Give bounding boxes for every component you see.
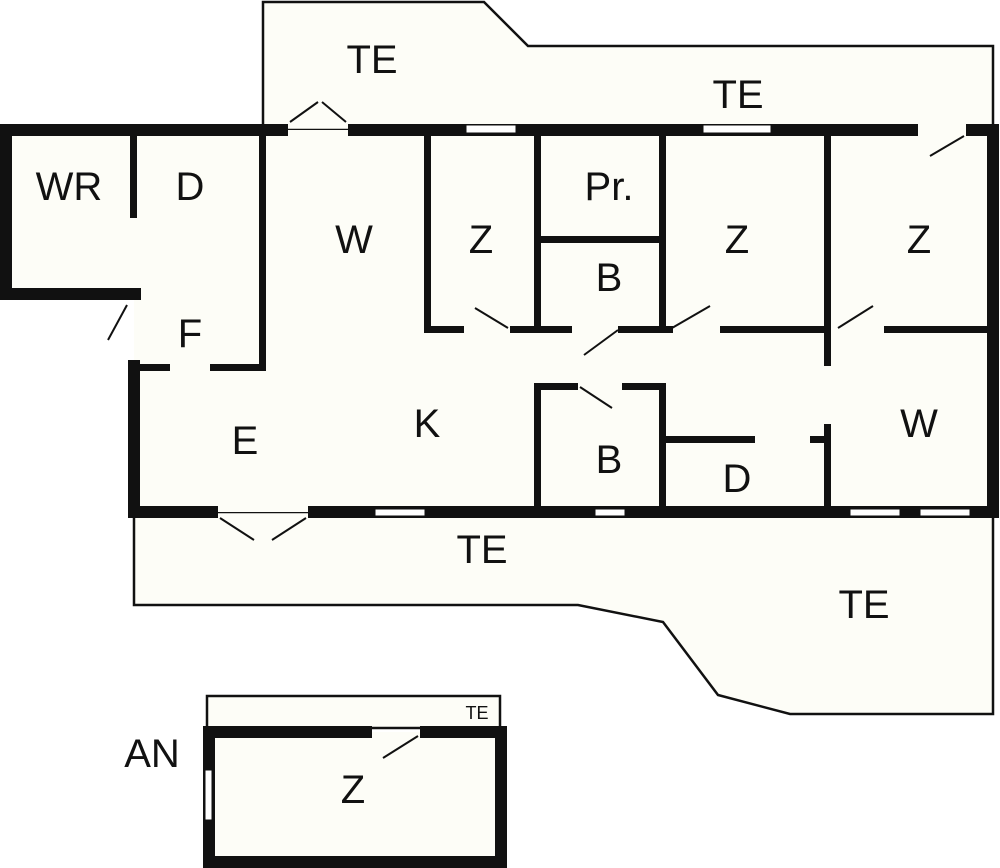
room-label-d: D	[176, 165, 205, 209]
terrace-bottom	[132, 510, 995, 716]
room-label-wr: WR	[36, 165, 103, 209]
room-label-k: K	[414, 402, 441, 446]
room-label-z: Z	[725, 218, 749, 262]
room-label-terrace: TE	[465, 703, 488, 723]
annex-label: AN	[124, 732, 180, 776]
room-label-d: D	[723, 457, 752, 501]
room-label-z: Z	[341, 768, 365, 812]
annex-floor	[210, 732, 500, 862]
room-label-pr: Pr.	[585, 165, 634, 209]
room-label-b: B	[596, 438, 623, 482]
room-label-z: Z	[907, 218, 931, 262]
room-label-terrace: TE	[456, 528, 507, 572]
room-label-terrace: TE	[838, 583, 889, 627]
house-floor	[6, 130, 993, 512]
room-label-terrace: TE	[346, 38, 397, 82]
room-label-e: E	[232, 419, 259, 463]
room-label-z: Z	[469, 218, 493, 262]
room-label-w: W	[900, 402, 938, 446]
room-label-b: B	[596, 256, 623, 300]
annex-door-swing	[382, 735, 419, 759]
room-label-f: F	[178, 312, 202, 356]
room-label-w: W	[335, 218, 373, 262]
door-swings	[107, 101, 965, 541]
room-label-terrace: TE	[712, 73, 763, 117]
interior-walls	[130, 136, 990, 512]
annex-walls	[203, 726, 507, 868]
annex-terrace	[205, 694, 502, 730]
